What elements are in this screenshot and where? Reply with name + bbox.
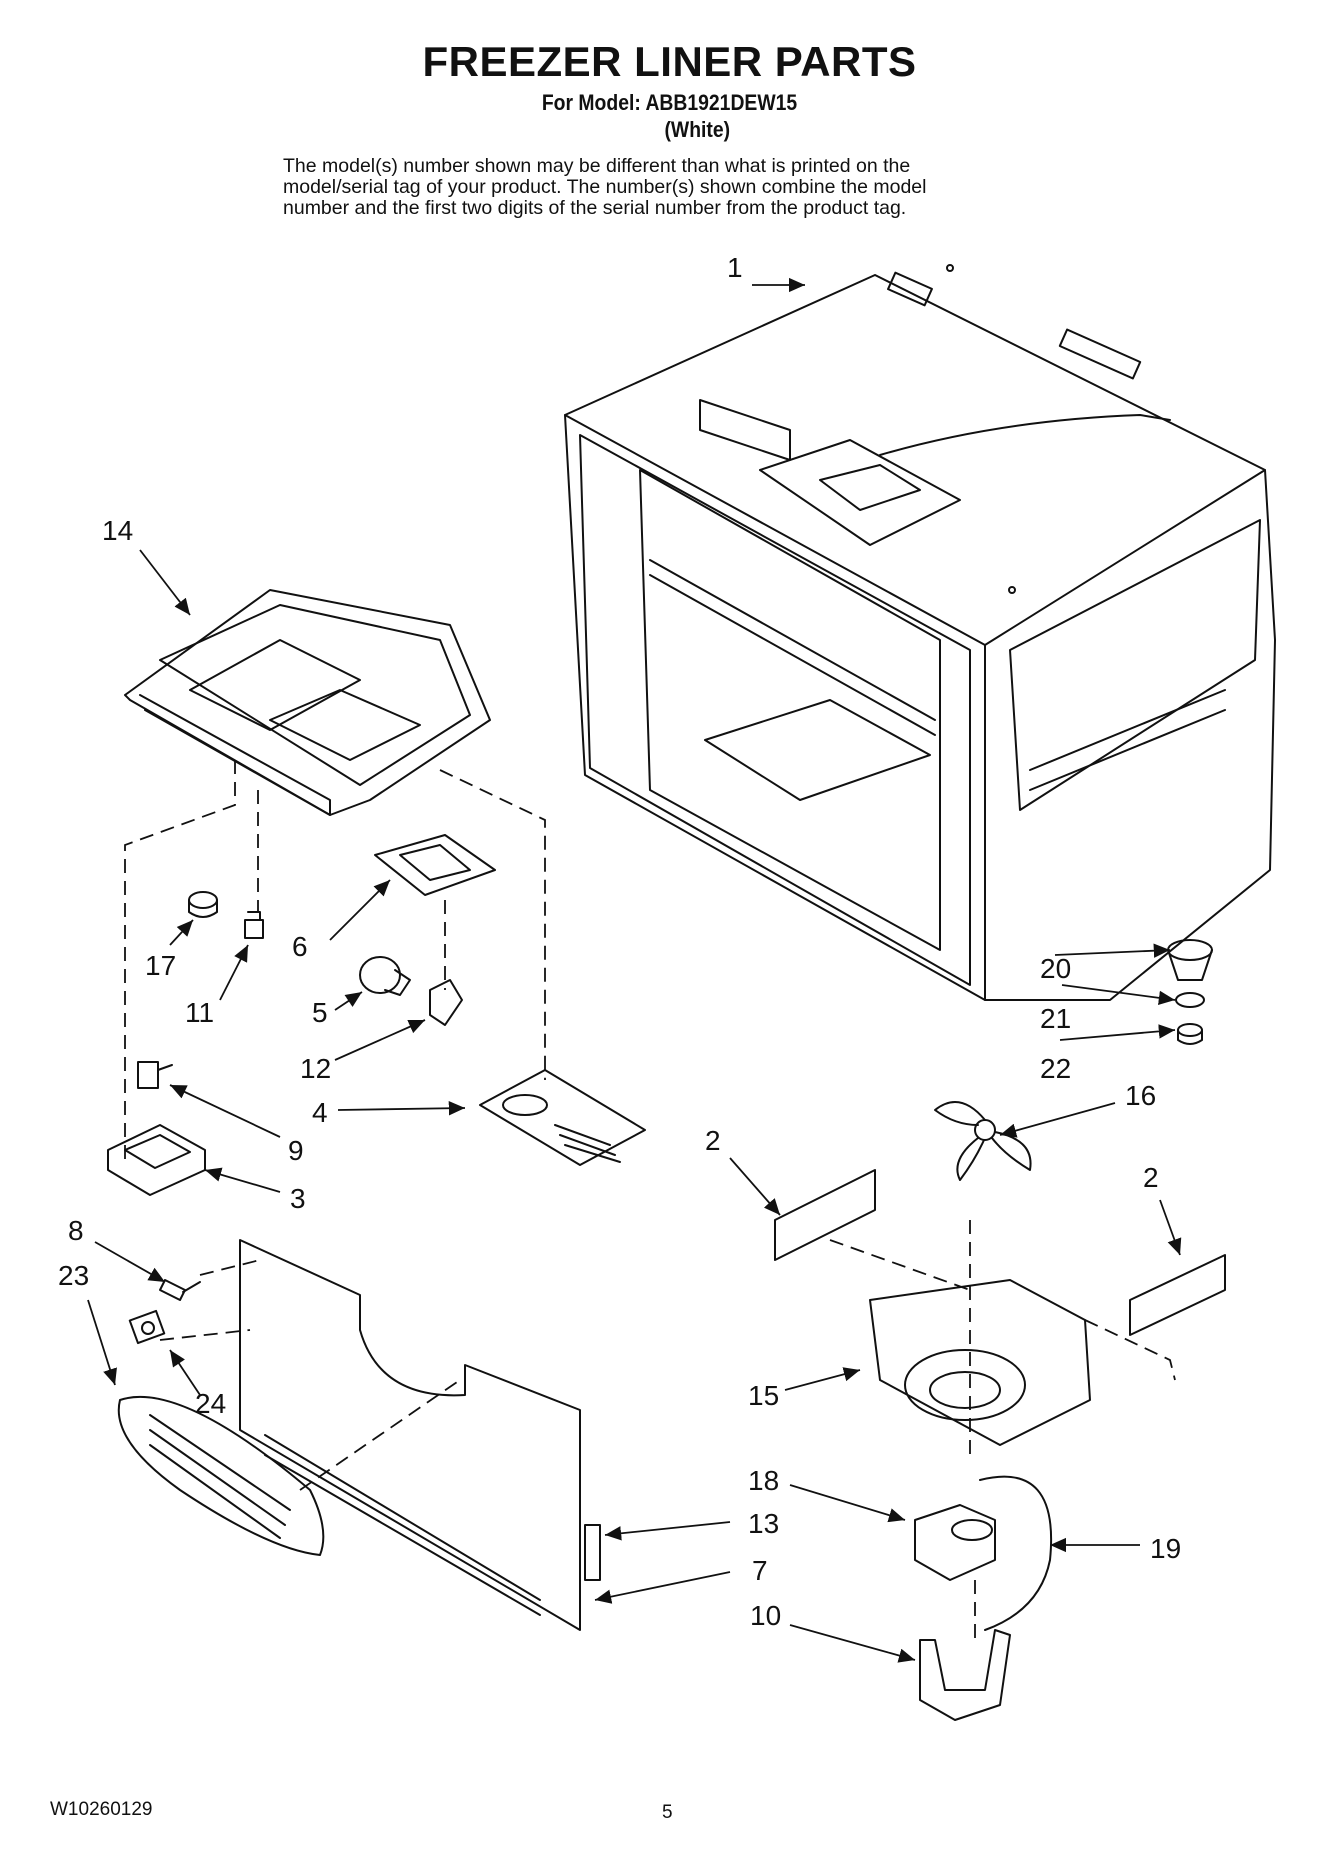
- part-ice-housing: [124, 589, 491, 816]
- callout-7: 7: [752, 1555, 768, 1586]
- callout-10: 10: [750, 1600, 781, 1631]
- callout-20: 20: [1040, 953, 1071, 984]
- part-screw: [159, 1279, 201, 1301]
- callout-4: 4: [312, 1097, 328, 1128]
- part-light-bulb: [359, 956, 411, 996]
- part-fan-blade: [934, 1101, 1032, 1181]
- page-title: FREEZER LINER PARTS: [422, 38, 917, 85]
- callout-23: 23: [58, 1260, 89, 1291]
- callout-12: 12: [300, 1053, 331, 1084]
- part-rear-panel: [239, 1239, 581, 1631]
- part-21: [1175, 992, 1205, 1008]
- part-dispenser-cover: [479, 1069, 646, 1166]
- model-color: (White): [664, 117, 731, 142]
- document-number: W10260129: [50, 1799, 153, 1820]
- callout-19: 19: [1150, 1533, 1181, 1564]
- part-motor-bracket: [919, 1629, 1011, 1721]
- callout-18: 18: [748, 1465, 779, 1496]
- alignment-lines: [124, 760, 1176, 1640]
- callout-numbers: 1 14 17 11 6 5 12 4 9 3 8 23 24 20 21 22…: [58, 252, 1181, 1631]
- part-insulation-left: [774, 1169, 876, 1261]
- callout-3: 3: [290, 1183, 306, 1214]
- part-gasket-strip: [584, 1524, 601, 1581]
- part-11: [244, 911, 264, 939]
- disclaimer-line: The model(s) number shown may be differe…: [283, 155, 911, 177]
- part-light-socket: [429, 979, 463, 1026]
- callout-9: 9: [288, 1135, 304, 1166]
- page-number: 5: [662, 1802, 673, 1823]
- part-9: [137, 1061, 173, 1089]
- model-line: For Model: ABB1921DEW15: [541, 90, 798, 115]
- part-22: [1177, 1023, 1203, 1045]
- callout-16: 16: [1125, 1080, 1156, 1111]
- leader-arrows: [87, 277, 1182, 1663]
- callout-17: 17: [145, 950, 176, 981]
- part-light-lens: [374, 834, 496, 896]
- callout-5: 5: [312, 997, 328, 1028]
- callout-14: 14: [102, 515, 133, 546]
- callout-2-left: 2: [705, 1125, 721, 1156]
- part-17: [188, 891, 218, 918]
- part-insulation-right: [1129, 1254, 1226, 1336]
- part-freezer-liner: [564, 264, 1276, 1001]
- callout-1: 1: [727, 252, 743, 283]
- disclaimer: The model(s) number shown may be differe…: [283, 156, 1083, 219]
- part-24: [128, 1309, 166, 1345]
- disclaimer-line: number and the first two digits of the s…: [283, 197, 907, 219]
- part-20: [1167, 939, 1213, 981]
- part-wire-harness: [979, 1475, 1053, 1631]
- callout-24: 24: [195, 1388, 226, 1419]
- callout-22: 22: [1040, 1053, 1071, 1084]
- callout-8: 8: [68, 1215, 84, 1246]
- callout-13: 13: [748, 1508, 779, 1539]
- callout-15: 15: [748, 1380, 779, 1411]
- callout-2-right: 2: [1143, 1162, 1159, 1193]
- disclaimer-line: model/serial tag of your product. The nu…: [283, 176, 927, 198]
- callout-6: 6: [292, 931, 308, 962]
- callout-21: 21: [1040, 1003, 1071, 1034]
- part-fan-motor: [914, 1504, 996, 1581]
- callout-11: 11: [185, 997, 214, 1028]
- part-grille: [117, 1396, 325, 1556]
- part-fan-shroud: [869, 1279, 1091, 1446]
- part-3: [107, 1124, 206, 1196]
